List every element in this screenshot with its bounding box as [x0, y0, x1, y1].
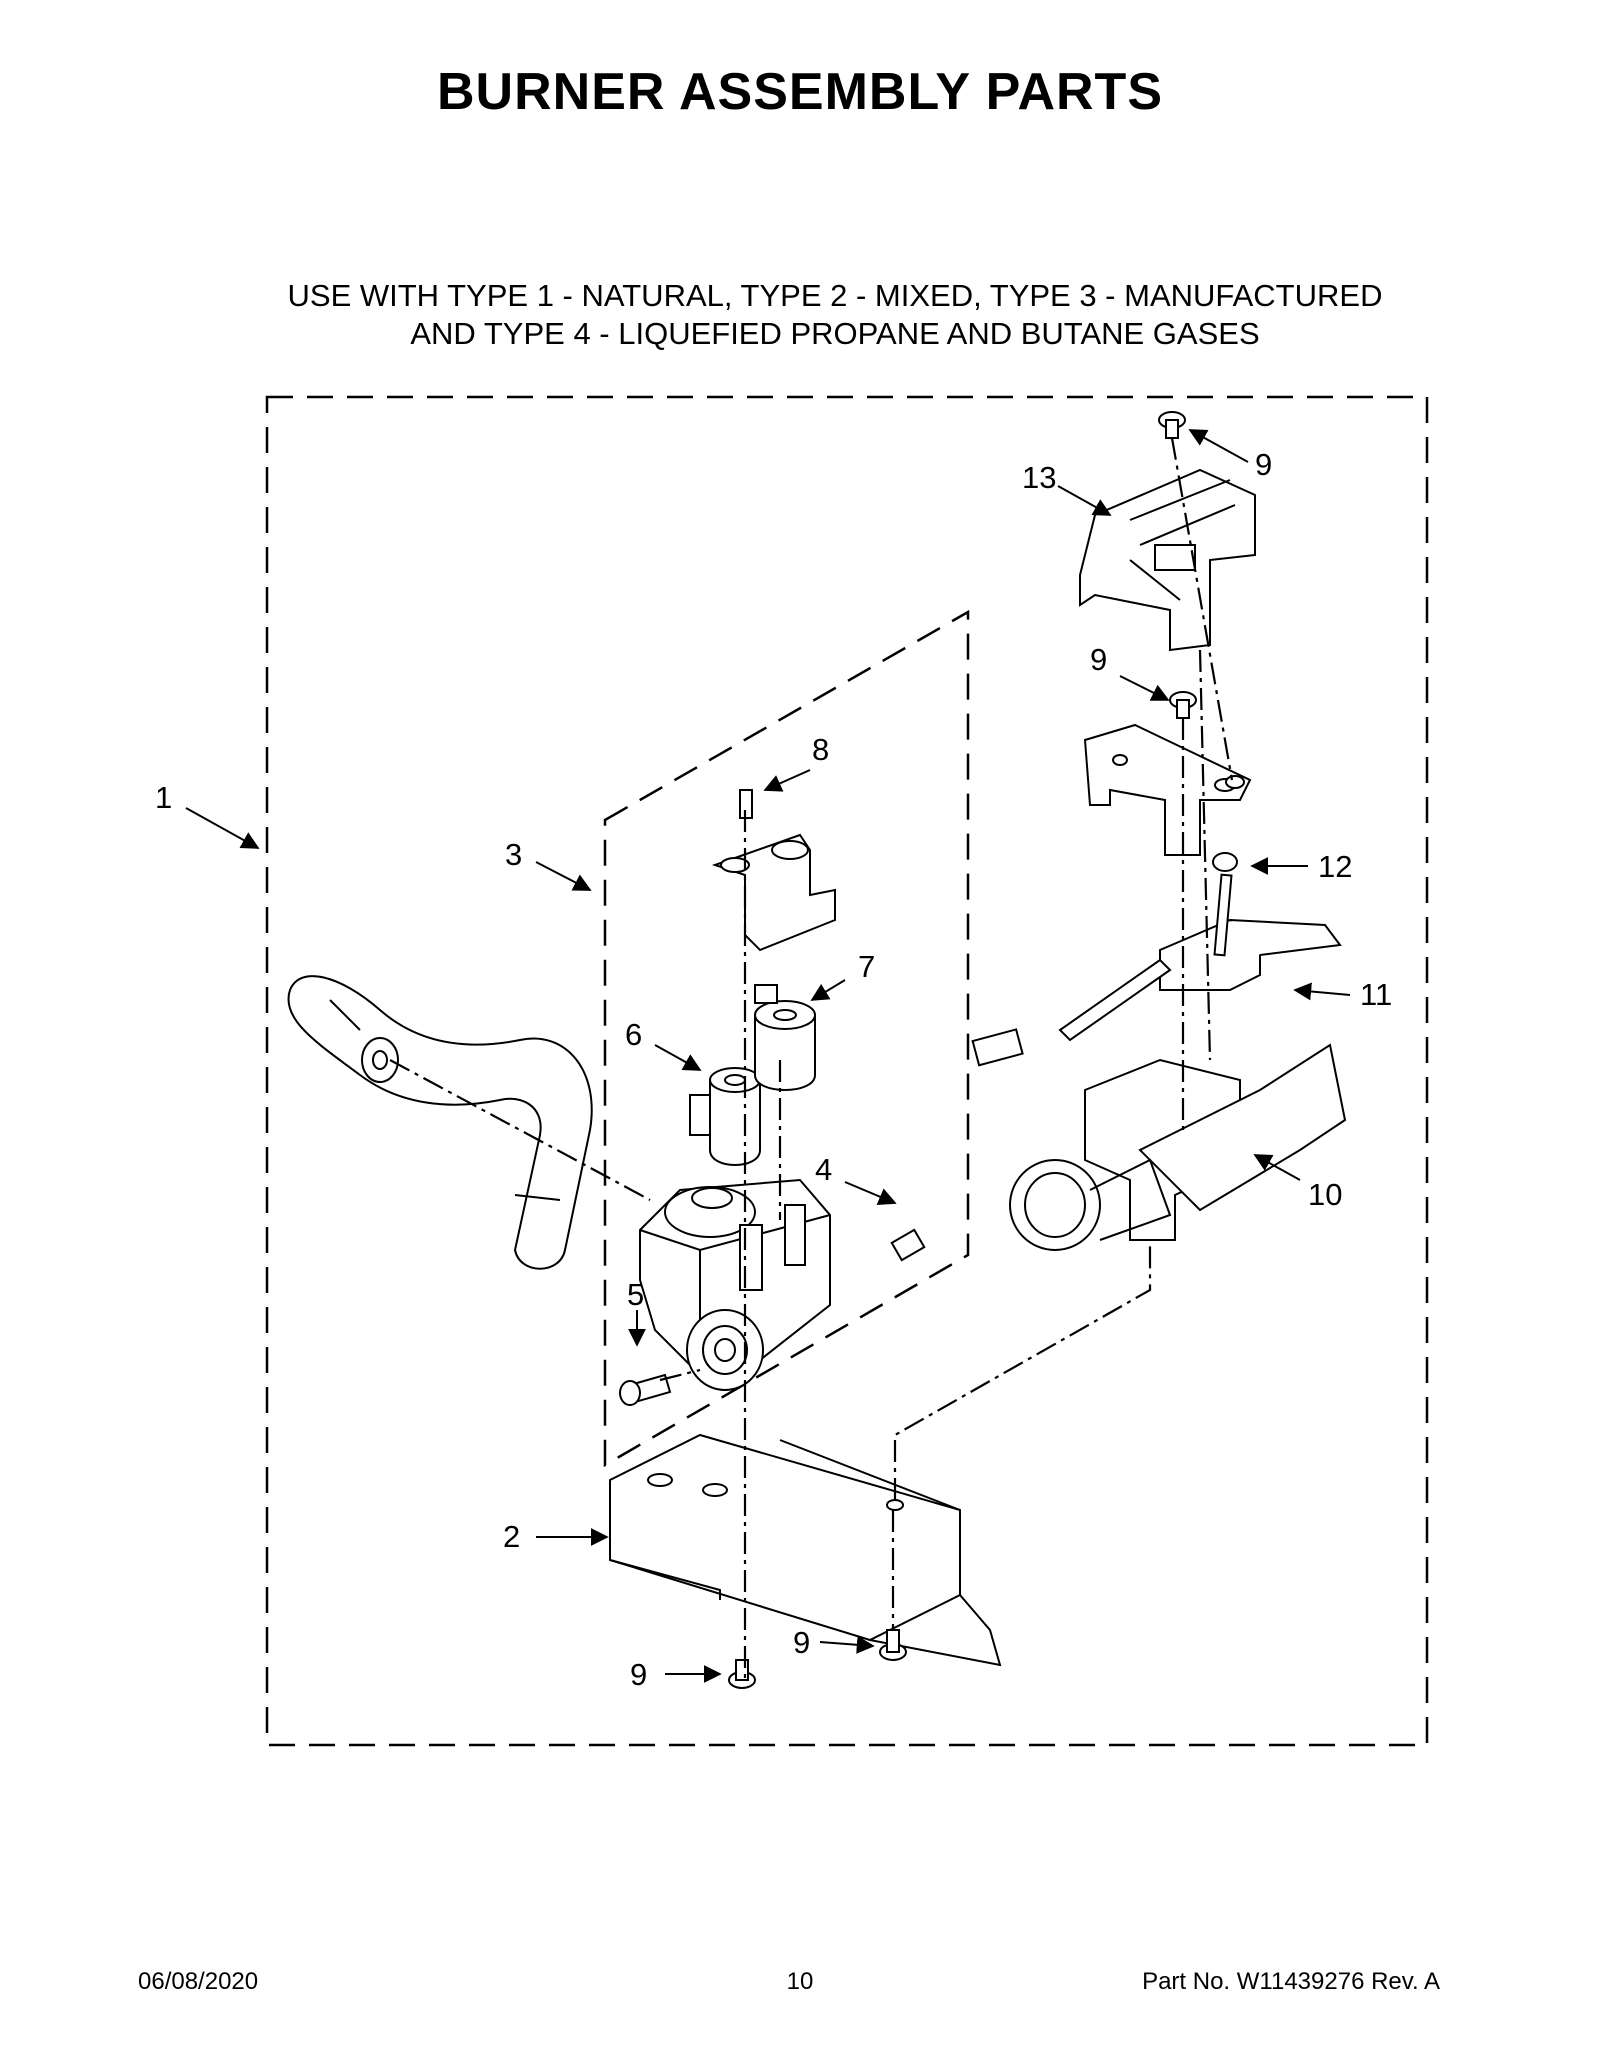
callout-3: 3 — [505, 837, 522, 872]
callout-11: 11 — [1360, 977, 1392, 1012]
screw-5 — [619, 1373, 672, 1406]
subtitle-line-2: AND TYPE 4 - LIQUEFIED PROPANE AND BUTAN… — [410, 316, 1260, 351]
footer-part-number: Part No. W11439276 Rev. A — [1142, 1968, 1440, 1995]
sensor-lower-line — [1198, 649, 1212, 1061]
gas-valve — [639, 1178, 831, 1391]
leader-6 — [654, 1044, 702, 1071]
screw-9-top — [1158, 411, 1186, 439]
callout-8: 8 — [812, 732, 829, 767]
bracket-to-burner-line — [893, 1240, 1152, 1500]
coil-bracket — [711, 789, 836, 952]
flame-sensor — [1079, 468, 1256, 789]
leader-9a — [1188, 429, 1249, 463]
leader-4 — [844, 1181, 897, 1206]
assembly-boundary — [265, 395, 1429, 1747]
leader-8 — [763, 769, 811, 792]
burner-tube — [1009, 1043, 1347, 1251]
coil-6 — [689, 1067, 761, 1166]
screw-4 — [890, 1228, 926, 1262]
leader-9b — [1119, 675, 1170, 701]
footer-date: 06/08/2020 — [138, 1968, 259, 1995]
callout-7: 7 — [858, 949, 875, 984]
leader-9c — [819, 1635, 875, 1654]
screw-9-bottom-right — [879, 1629, 907, 1661]
leader-3 — [535, 861, 592, 891]
callout-9-top: 9 — [1255, 447, 1272, 482]
screw-12 — [1212, 852, 1238, 957]
coil-7 — [754, 984, 816, 1091]
callout-5: 5 — [627, 1277, 644, 1312]
screw-9-mid — [1169, 691, 1197, 719]
footer-page-number: 10 — [786, 1968, 814, 1995]
callout-4: 4 — [815, 1152, 832, 1187]
callout-12: 12 — [1318, 849, 1352, 884]
callout-1: 1 — [155, 780, 172, 815]
callout-9-bottom-right: 9 — [793, 1625, 810, 1660]
subtitle-line-1: USE WITH TYPE 1 - NATURAL, TYPE 2 - MIXE… — [287, 278, 1383, 313]
callout-9-mid: 9 — [1090, 642, 1107, 677]
page-title: BURNER ASSEMBLY PARTS — [437, 63, 1163, 121]
callout-13: 13 — [1022, 460, 1056, 495]
gas-hose — [287, 975, 593, 1270]
valve-to-screw-line — [659, 1368, 701, 1382]
mounting-bracket — [609, 1433, 1002, 1667]
leader-1 — [185, 807, 260, 849]
hose-to-valve-line — [389, 1059, 651, 1201]
leader-11 — [1293, 982, 1351, 1001]
valve-boundary — [603, 609, 970, 1468]
callout-10: 10 — [1308, 1177, 1342, 1212]
sensor-axis-line — [1170, 437, 1234, 781]
callout-2: 2 — [503, 1519, 520, 1554]
igniter — [971, 918, 1342, 1067]
leader-13 — [1057, 485, 1112, 516]
callout-6: 6 — [625, 1017, 642, 1052]
leader-7 — [810, 979, 846, 1001]
screw-9-bottom-left — [728, 1659, 756, 1689]
leader-10 — [1253, 1154, 1301, 1181]
callout-9-bottom-left: 9 — [630, 1657, 647, 1692]
